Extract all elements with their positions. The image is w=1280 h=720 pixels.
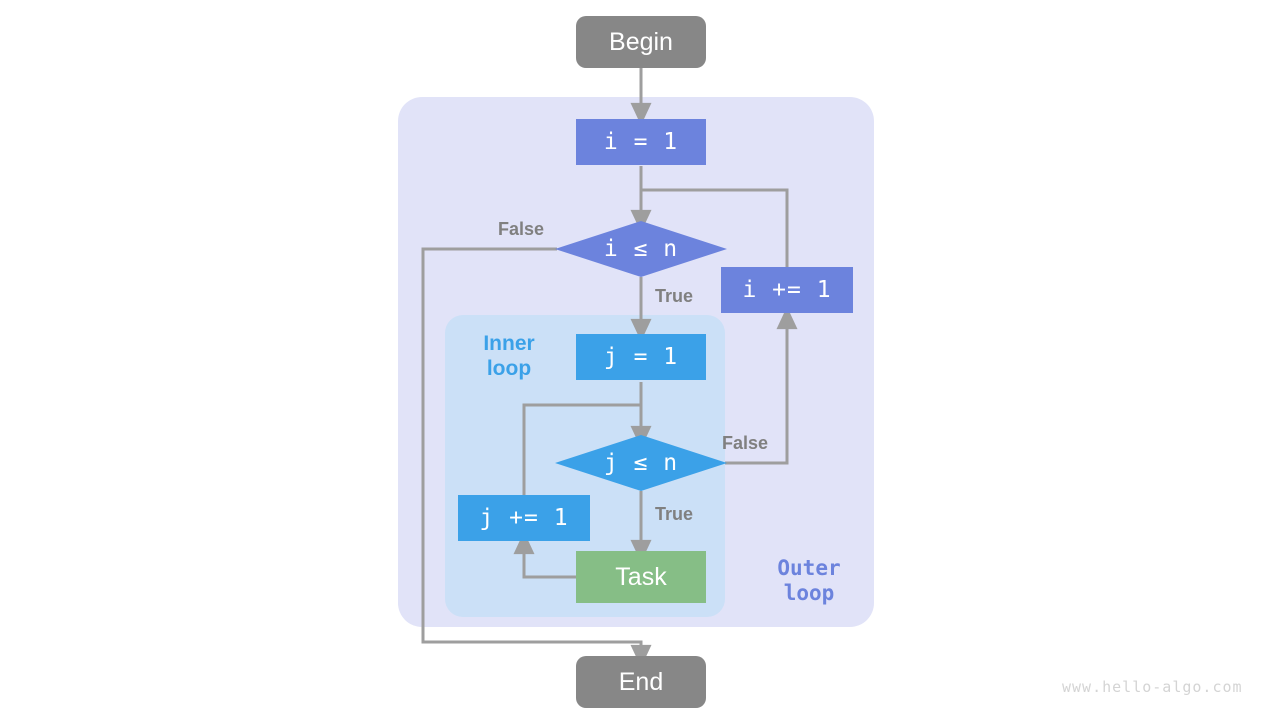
node-begin[interactable]: Begin [576, 16, 706, 68]
node-cond-j[interactable]: j ≤ n [555, 435, 727, 491]
edge-cond-j-false-to-incr-i [725, 306, 798, 465]
edge-cond-i-false-to-end [421, 247, 652, 668]
edge-task-to-incr-j [513, 531, 576, 579]
edge-incr-j-to-cond-j [522, 403, 641, 495]
outer-loop-label: Outer loop [777, 556, 841, 605]
node-end[interactable]: End [576, 656, 706, 708]
edge-label-i-true: True [655, 286, 694, 306]
node-incr-j[interactable]: j += 1 [458, 495, 590, 541]
edge-label-i-false: False [498, 219, 545, 239]
node-cond-i[interactable]: i ≤ n [555, 221, 727, 277]
node-cond-j-label: j ≤ n [603, 450, 679, 476]
node-init-i[interactable]: i = 1 [576, 119, 706, 165]
node-init-j[interactable]: j = 1 [576, 334, 706, 380]
edge-label-j-false: False [722, 433, 769, 453]
inner-loop-label: Inner loop [483, 332, 535, 380]
watermark: www.hello-algo.com [1062, 678, 1243, 696]
node-incr-i[interactable]: i += 1 [721, 267, 853, 313]
edge-label-j-true: True [655, 504, 694, 524]
diamond-shape-j [555, 435, 727, 491]
node-cond-i-label: i ≤ n [603, 236, 679, 262]
node-task[interactable]: Task [576, 551, 706, 603]
diamond-shape-i [555, 221, 727, 277]
